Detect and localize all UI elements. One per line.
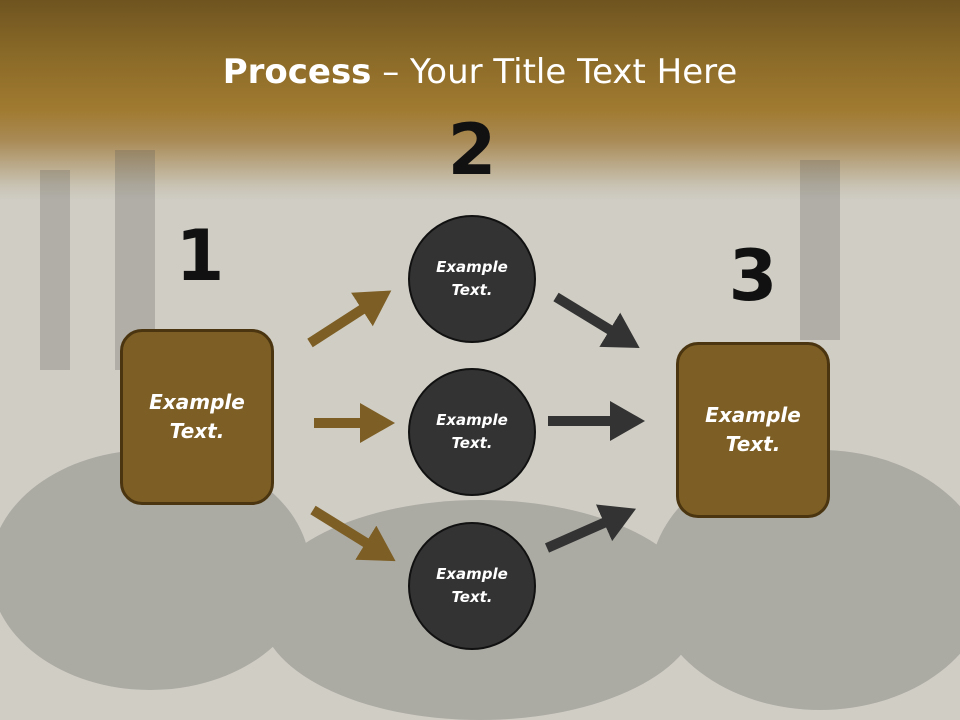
slide-title: Process – Your Title Text Here <box>0 52 960 92</box>
circle-bottom-line2: Text. <box>451 588 493 606</box>
step-number-2: 2 <box>447 109 497 191</box>
circle-middle-line1: Example <box>436 411 508 429</box>
arrow-1-to-bottom <box>310 505 396 562</box>
circle-bottom-line1: Example <box>436 565 508 583</box>
arrow-1-to-top <box>307 290 392 348</box>
step-number-1: 1 <box>175 215 225 297</box>
circle-middle: Example Text. <box>408 368 536 496</box>
step-3-box: Example Text. <box>676 342 830 518</box>
title-bold: Process <box>222 52 372 92</box>
step-1-box: Example Text. <box>120 329 274 505</box>
circle-bottom: Example Text. <box>408 522 536 650</box>
circle-top: Example Text. <box>408 215 536 343</box>
arrow-bottom-to-3 <box>544 504 637 553</box>
step-number-3: 3 <box>728 235 778 317</box>
step-1-text-line2: Text. <box>169 419 225 443</box>
circle-top-line1: Example <box>436 258 508 276</box>
step-3-text-line2: Text. <box>725 432 781 456</box>
arrow-top-to-3 <box>553 292 640 348</box>
step-1-text-line1: Example <box>149 390 245 414</box>
circle-middle-line2: Text. <box>451 434 493 452</box>
circle-top-line2: Text. <box>451 281 493 299</box>
title-rest: – Your Title Text Here <box>371 52 738 92</box>
step-3-text-line1: Example <box>705 403 801 427</box>
header-band <box>0 0 960 200</box>
